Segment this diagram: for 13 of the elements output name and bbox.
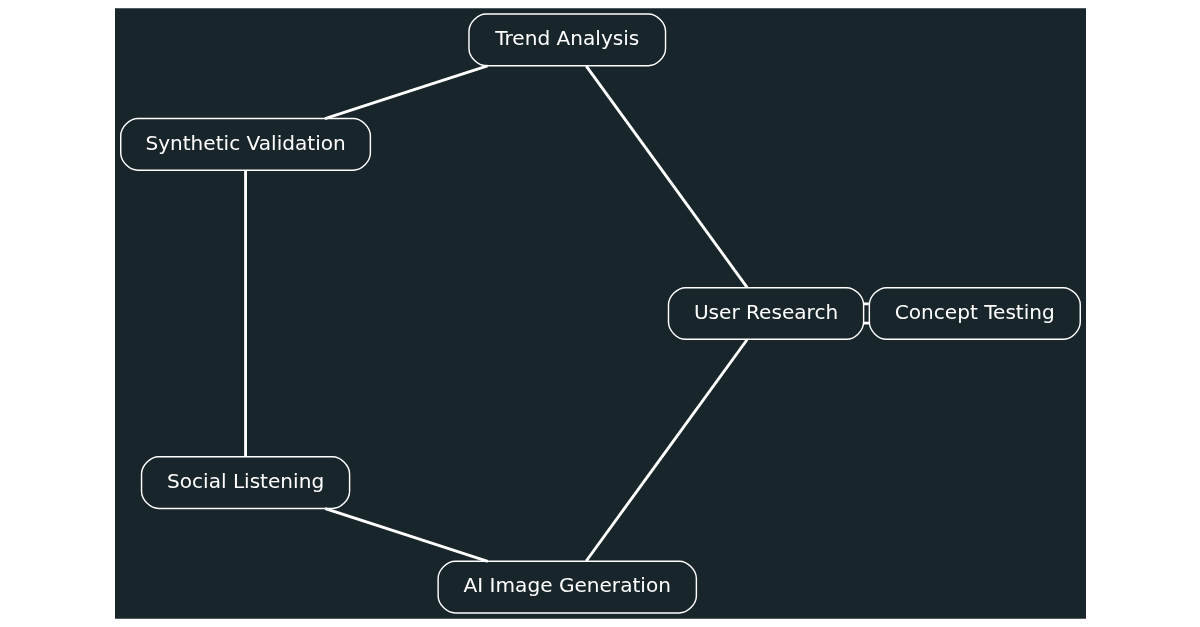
node-box: Social Listening xyxy=(140,456,350,510)
connector xyxy=(584,338,748,562)
connector xyxy=(863,302,869,306)
connector xyxy=(324,64,488,120)
node-box: Trend Analysis xyxy=(467,13,666,67)
connector xyxy=(863,321,869,325)
node-box: Synthetic Validation xyxy=(119,117,371,171)
node-box: User Research xyxy=(667,286,864,341)
node-box: AI Image Generation xyxy=(436,560,697,614)
connector xyxy=(243,170,247,457)
connector xyxy=(584,65,748,289)
connector xyxy=(324,507,488,563)
node-box: Concept Testing xyxy=(868,286,1081,341)
